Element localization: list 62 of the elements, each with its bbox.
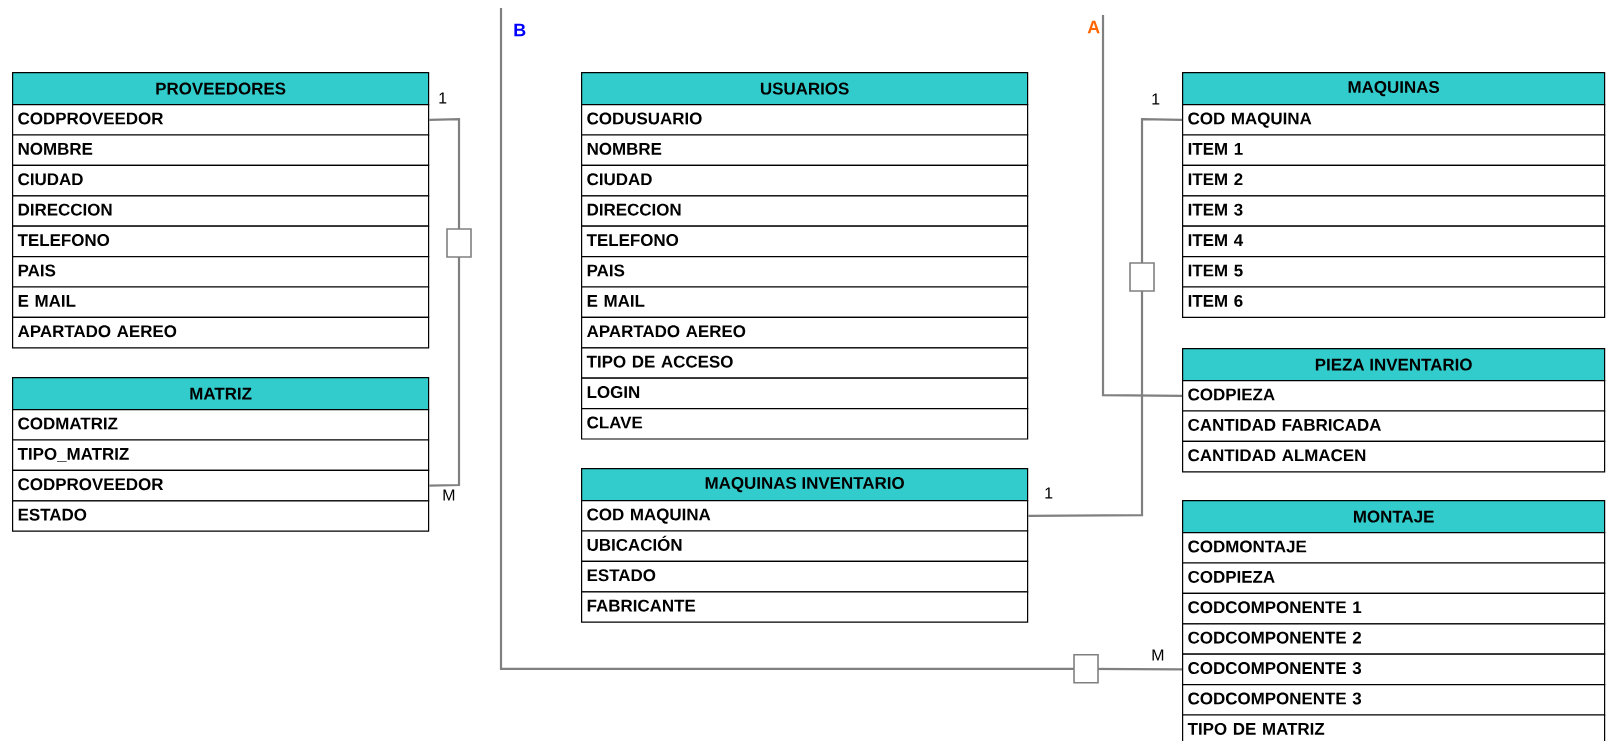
table-row: COD MAQUINA	[581, 500, 1029, 532]
table-row: ITEM 4	[1182, 225, 1606, 258]
table-row: TELEFONO	[581, 225, 1029, 258]
relationship-line	[499, 8, 1183, 684]
table-row: PAIS	[12, 256, 430, 288]
cardinality-label: 1	[1045, 487, 1053, 499]
table-row: ITEM 5	[1182, 256, 1606, 288]
table-row: APARTADO AEREO	[12, 316, 430, 349]
table-row: UBICACIÓN	[581, 530, 1029, 562]
table-row: CODCOMPONENTE 2	[1182, 623, 1606, 655]
table-row: ESTADO	[581, 560, 1029, 593]
table-row: ITEM 2	[1182, 164, 1606, 197]
table-row: TIPO DE MATRIZ	[1182, 714, 1606, 741]
table-header: PIEZA INVENTARIO	[1182, 348, 1606, 382]
connector-letter: A	[1087, 20, 1100, 34]
table-row: CODCOMPONENTE 1	[1182, 592, 1606, 625]
cardinality-label: 1	[1152, 93, 1160, 105]
table-row: TELEFONO	[12, 225, 430, 258]
table-row: CODMONTAJE	[1182, 532, 1606, 564]
cardinality-label: 1	[439, 92, 447, 104]
table-row: FABRICANTE	[581, 591, 1029, 623]
table-row: COD MAQUINA	[1182, 104, 1606, 136]
table-header: PROVEEDORES	[12, 72, 430, 106]
table-row: TIPO_MATRIZ	[12, 439, 430, 471]
table-row: CODPROVEEDOR	[12, 469, 430, 502]
table-row: CODCOMPONENTE 3	[1182, 684, 1606, 716]
relationship-line	[1101, 15, 1183, 397]
relationship-line	[1028, 118, 1183, 517]
table-row: LOGIN	[581, 377, 1029, 410]
table-row: CODUSUARIO	[581, 104, 1029, 136]
table-row: TIPO DE ACCESO	[581, 347, 1029, 379]
table-row: APARTADO AEREO	[581, 316, 1029, 349]
connector-letter: B	[514, 23, 526, 37]
table-row: ITEM 6	[1182, 286, 1606, 318]
table-row: CLAVE	[581, 408, 1029, 440]
cardinality-label: M	[1152, 649, 1164, 661]
table-row: CODMATRIZ	[12, 409, 430, 441]
table-row: ESTADO	[12, 500, 430, 532]
table-row: CIUDAD	[581, 164, 1029, 197]
table-row: CODPIEZA	[1182, 380, 1606, 412]
table-row: CODPIEZA	[1182, 562, 1606, 594]
table-row: NOMBRE	[12, 134, 430, 166]
table-row: CODCOMPONENTE 3	[1182, 653, 1606, 686]
table-row: CANTIDAD ALMACEN	[1182, 440, 1606, 473]
table-header: MONTAJE	[1182, 500, 1606, 534]
table-row: CODPROVEEDOR	[12, 104, 430, 136]
table-row: E MAIL	[12, 286, 430, 318]
table-row: DIRECCION	[581, 195, 1029, 227]
cardinality-label: M	[443, 489, 455, 501]
table-row: ITEM 3	[1182, 195, 1606, 227]
table-header: MATRIZ	[12, 377, 430, 411]
table-row: CIUDAD	[12, 164, 430, 197]
table-row: NOMBRE	[581, 134, 1029, 166]
table-row: E MAIL	[581, 286, 1029, 318]
table-header: MAQUINAS INVENTARIO	[581, 468, 1029, 502]
table-row: ITEM 1	[1182, 134, 1606, 166]
table-row: PAIS	[581, 256, 1029, 288]
table-header: MAQUINAS	[1182, 72, 1606, 106]
table-row: CANTIDAD FABRICADA	[1182, 410, 1606, 442]
table-row: DIRECCION	[12, 195, 430, 227]
relationship-line	[429, 118, 472, 487]
table-header: USUARIOS	[581, 72, 1029, 106]
